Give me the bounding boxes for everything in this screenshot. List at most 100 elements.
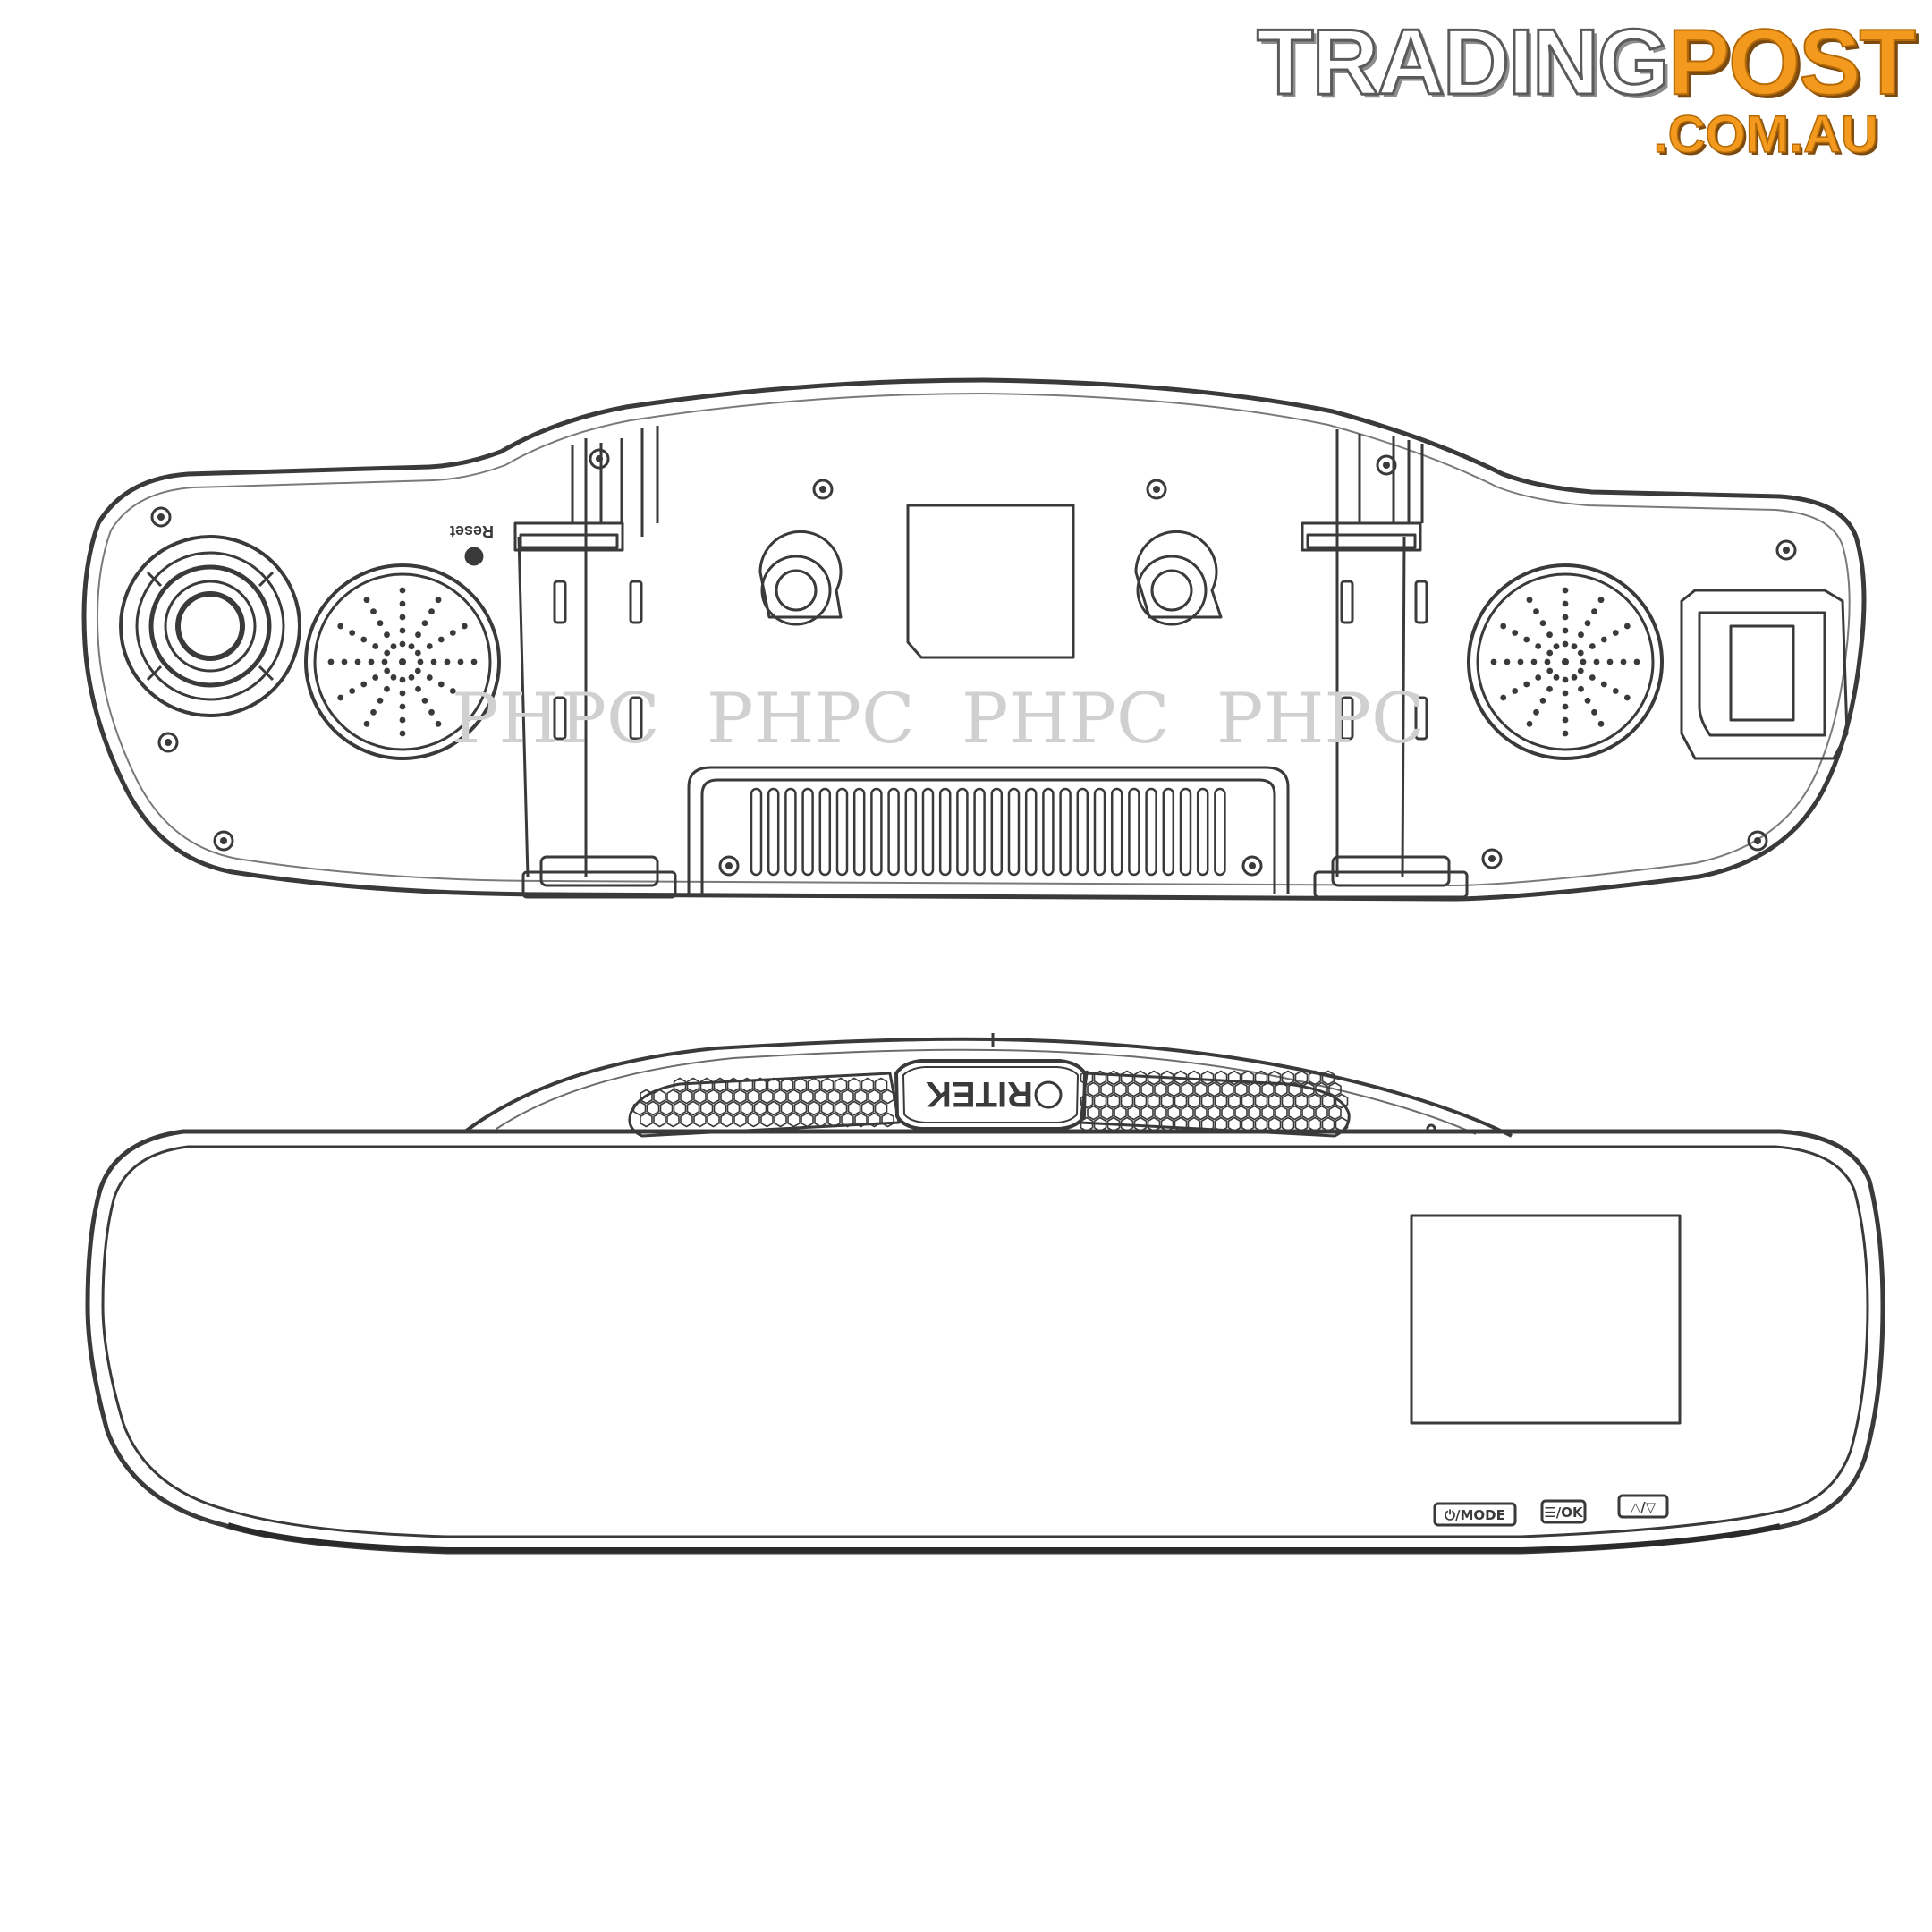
vent-slot [938, 787, 952, 877]
grille-hole [1301, 1105, 1315, 1121]
grille-hole [646, 1100, 660, 1116]
grille-hole [1328, 1081, 1342, 1097]
grille-hole [1321, 1093, 1335, 1109]
speaker-hole [390, 674, 397, 681]
vent-slots [750, 787, 1226, 877]
speaker-hole [1589, 674, 1596, 681]
speaker-hole [399, 600, 406, 607]
speaker-hole [1544, 658, 1551, 665]
speaker-hole [1546, 649, 1554, 657]
grille-hole [1234, 1081, 1248, 1097]
center-label-plate [906, 504, 1075, 659]
speaker-hole [1584, 620, 1591, 627]
brand-badge-icon [1034, 1080, 1063, 1109]
grille-hole [686, 1077, 700, 1093]
speaker-hole [1623, 623, 1631, 630]
speaker-hole [415, 685, 421, 692]
speaker-hole [381, 658, 388, 665]
speaker-hole [399, 690, 406, 697]
watermark-3: PHPC [962, 679, 1170, 759]
speaker-hole [435, 597, 442, 604]
right-bracket-slots [1340, 580, 1428, 741]
speaker-hole [1539, 620, 1546, 627]
speaker-hole [1612, 688, 1619, 694]
speaker-hole [1562, 658, 1569, 665]
speaker-hole [1533, 708, 1539, 716]
grille-hole [1127, 1105, 1140, 1121]
speaker-hole [372, 643, 379, 649]
grille-hole [1254, 1093, 1268, 1109]
grille-hole [1308, 1116, 1322, 1132]
speaker-hole [457, 658, 464, 665]
grille-hole [1181, 1081, 1194, 1097]
grille-hole [1194, 1081, 1208, 1097]
vent-slot [921, 787, 935, 877]
grille-hole [807, 1077, 821, 1093]
grille-hole [733, 1089, 747, 1105]
speaker-hole [354, 658, 361, 665]
speaker-hole [449, 630, 456, 636]
screw-center [819, 486, 826, 493]
grille-hole [673, 1100, 687, 1116]
vent-slot [904, 787, 918, 877]
grille-hole [854, 1089, 868, 1105]
speaker-hole [399, 614, 406, 621]
speaker-hole [1606, 658, 1614, 665]
grille-hole [1187, 1093, 1201, 1109]
grille-hole [1200, 1093, 1215, 1109]
speaker-hole [1562, 690, 1569, 697]
vent-slot [767, 787, 780, 877]
grille-hole [1241, 1093, 1255, 1109]
grille-hole [686, 1100, 700, 1116]
vent-slot [1093, 787, 1106, 877]
screw-center [220, 837, 227, 844]
grille-hole [753, 1100, 767, 1116]
mount-knob-left [758, 530, 843, 626]
speaker-hole [1578, 631, 1584, 639]
grille-holes-right [1080, 1070, 1349, 1132]
vent-slot [852, 787, 866, 877]
grille-hole [1106, 1093, 1121, 1109]
speaker-hole [1546, 667, 1554, 674]
grille-hole [1114, 1105, 1127, 1121]
vent-slot [956, 787, 969, 877]
speaker-hole [1535, 674, 1542, 681]
grille-hole [1248, 1105, 1261, 1121]
grille-hole [1093, 1070, 1107, 1086]
tradingpost-logo: TRADINGPOST .COM.AU [1234, 15, 1917, 168]
mirror-outline [85, 1129, 1885, 1555]
speaker-hole [1526, 597, 1533, 604]
speaker-hole [461, 623, 468, 630]
grille-hole [1241, 1070, 1255, 1086]
grille-hole [814, 1112, 827, 1128]
grille-hole [780, 1077, 794, 1093]
screw [150, 506, 172, 528]
speaker-hole [1577, 667, 1584, 674]
speaker-hole [1562, 640, 1569, 648]
grille-hole [659, 1100, 674, 1116]
speaker-hole [1562, 716, 1569, 724]
grille-hole [753, 1077, 767, 1093]
mirror-display-screen [1410, 1214, 1682, 1425]
grille-holes-left [632, 1077, 894, 1128]
speaker-hole [449, 688, 456, 694]
grille-hole [632, 1100, 647, 1116]
vent-slot [1162, 787, 1175, 877]
grille-hole [834, 1077, 848, 1093]
grille-hole [699, 1077, 714, 1093]
speaker-hole [1600, 681, 1607, 688]
grille-hole [780, 1100, 794, 1116]
vent-slot [818, 787, 832, 877]
speaker-hole [399, 587, 406, 594]
speaker-hole [408, 674, 415, 681]
speaker-hole [349, 688, 356, 694]
screw-center [1249, 862, 1256, 869]
screw [1376, 454, 1397, 476]
grille-hole [834, 1100, 848, 1116]
back-screws [150, 448, 1797, 877]
grille-hole [1120, 1093, 1134, 1109]
grille-hole [827, 1089, 841, 1105]
logo-wordmark: TRADINGPOST [1256, 15, 1917, 111]
grille-hole [881, 1089, 894, 1105]
speaker-hole [370, 708, 377, 716]
